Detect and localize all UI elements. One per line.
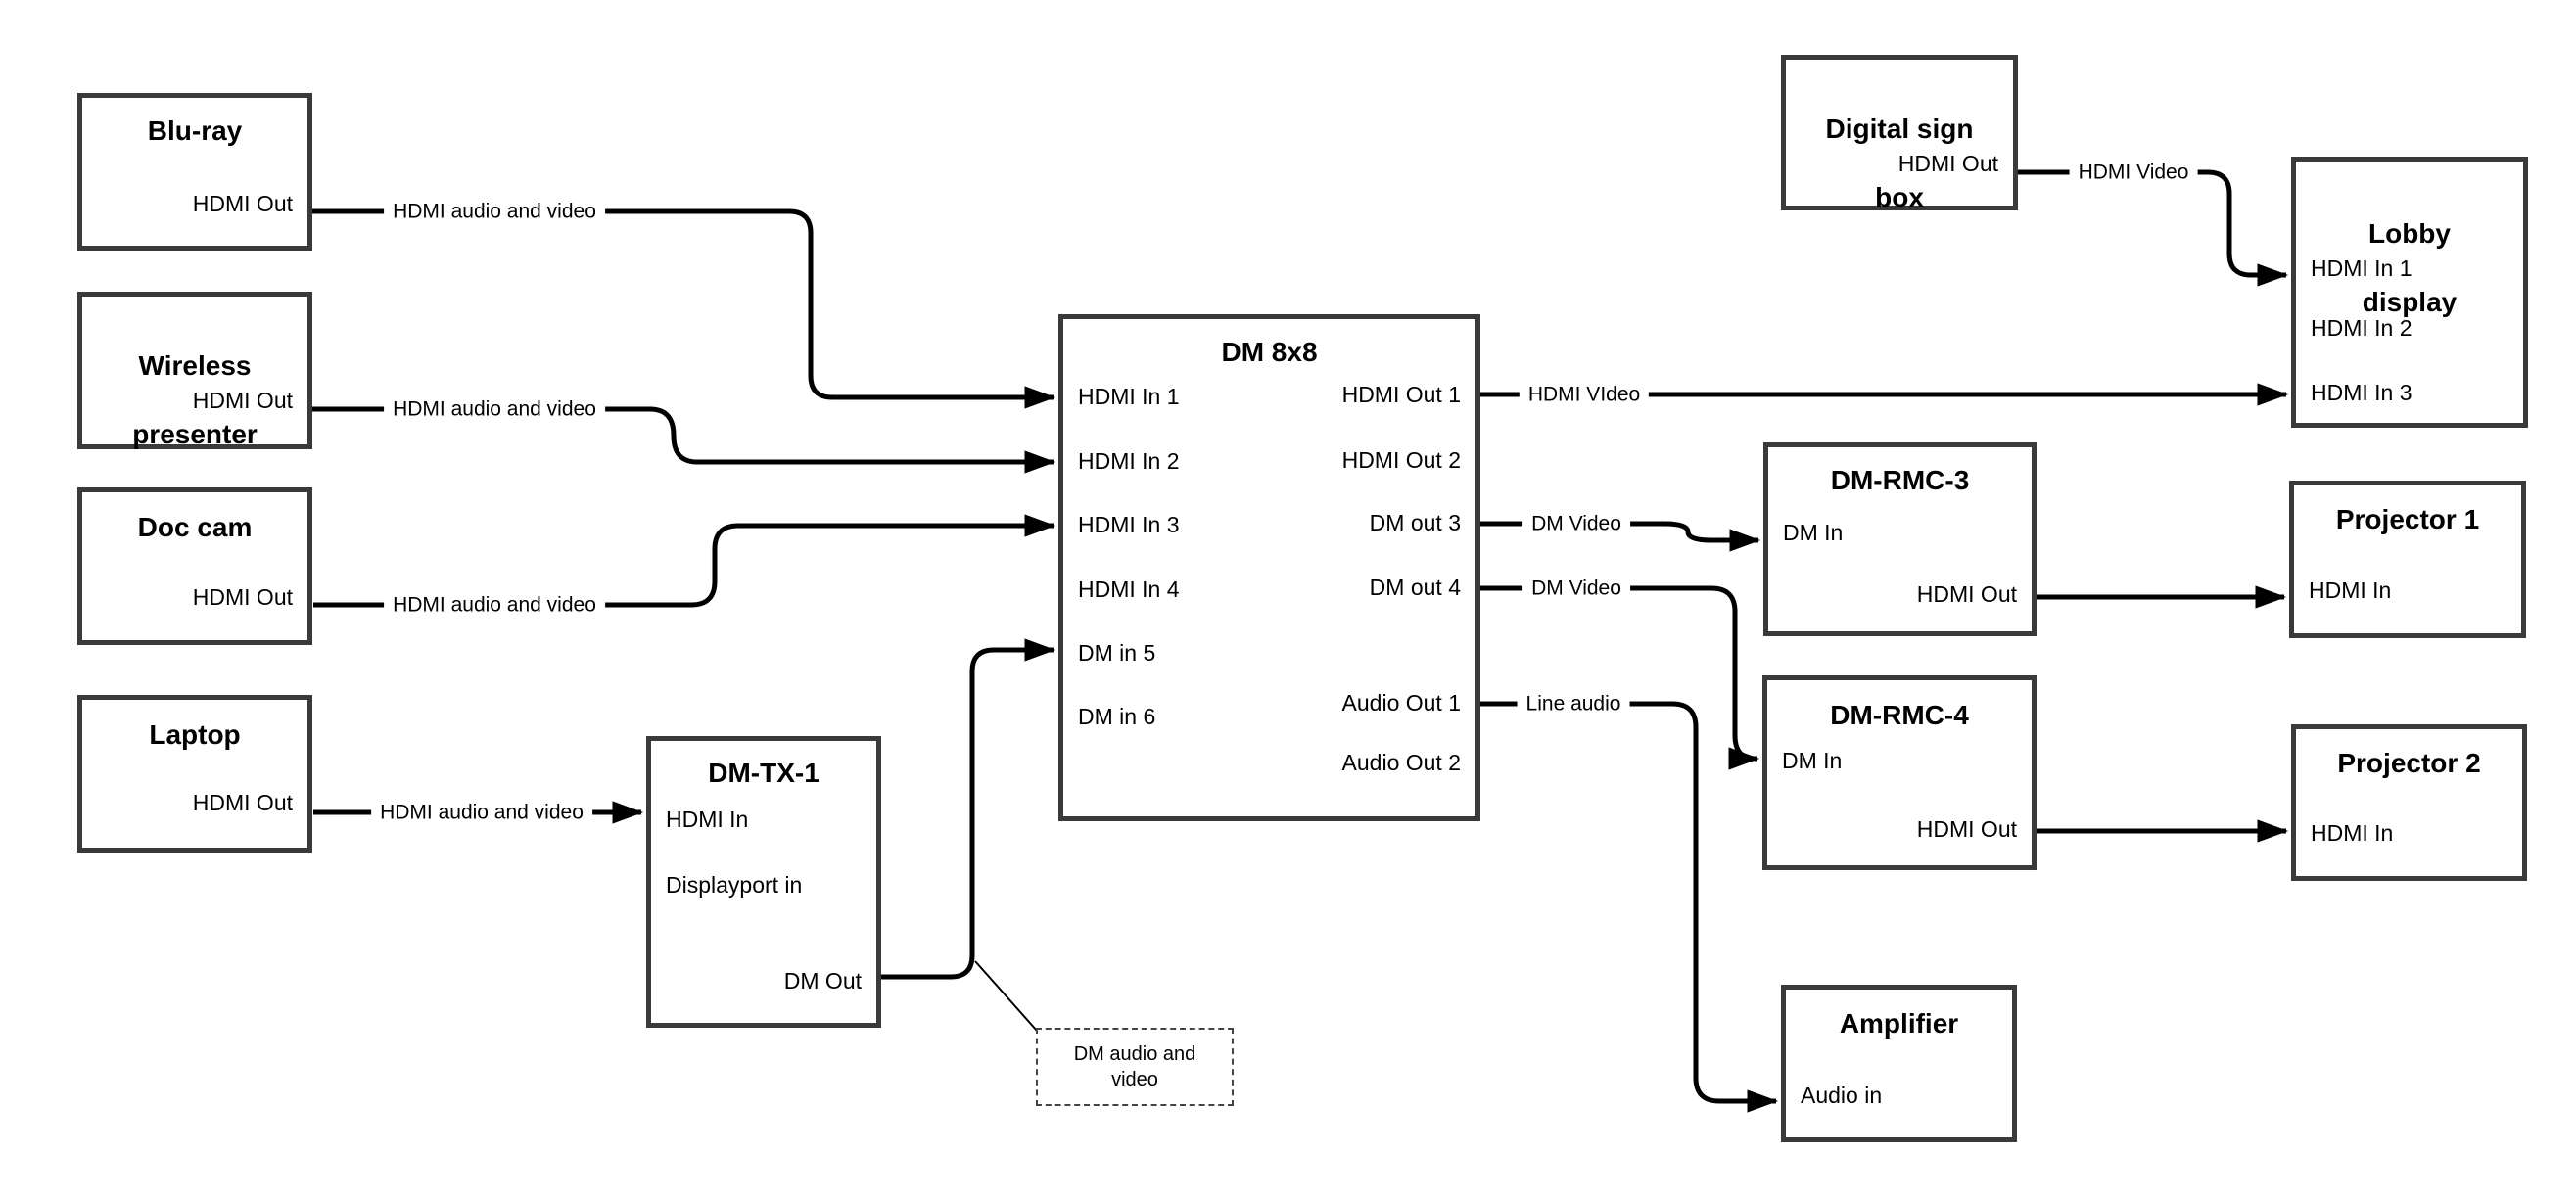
- node-dm-rmc-4-title: DM-RMC-4: [1830, 700, 1969, 730]
- node-laptop-port-hdmi-out: HDMI Out: [192, 790, 293, 815]
- node-projector-1[interactable]: Projector 1 HDMI In: [2289, 481, 2526, 638]
- node-lobby-display-port-hdmi-in-2: HDMI In 2: [2311, 315, 2412, 341]
- node-dm-8x8[interactable]: DM 8x8 HDMI In 1 HDMI In 2 HDMI In 3 HDM…: [1058, 314, 1480, 821]
- node-lobby-display-title: Lobby display: [2362, 218, 2458, 317]
- node-doc-cam[interactable]: Doc cam HDMI Out: [77, 487, 312, 645]
- node-dm-tx-1-port-hdmi-in: HDMI In: [666, 807, 749, 832]
- wire-bluray-to-dm8x8-in1: [312, 208, 1056, 409]
- node-bluray-title: Blu-ray: [147, 115, 243, 146]
- wire-label-dm-video-out3: DM Video: [1522, 511, 1630, 536]
- node-dm-rmc-3[interactable]: DM-RMC-3 DM In HDMI Out: [1763, 442, 2037, 636]
- node-dm-8x8-port-audio-out-1: Audio Out 1: [1341, 690, 1461, 716]
- wire-dm8x8-out4-to-rmc4: [1480, 585, 1760, 770]
- node-digital-sign-box-port-hdmi-out: HDMI Out: [1897, 151, 1998, 176]
- node-dm-tx-1-port-dm-out: DM Out: [783, 968, 862, 993]
- wire-dmtx-to-dm8x8-in5: [881, 638, 1056, 980]
- node-doc-cam-title: Doc cam: [137, 512, 253, 542]
- node-dm-8x8-port-hdmi-out-1: HDMI Out 1: [1341, 382, 1461, 407]
- wire-label-bluray-hdmi-av: HDMI audio and video: [384, 199, 605, 224]
- node-dm-8x8-port-dm-in-5: DM in 5: [1078, 640, 1156, 666]
- node-dm-8x8-port-hdmi-in-1: HDMI In 1: [1078, 384, 1180, 409]
- node-dm-rmc-3-title: DM-RMC-3: [1830, 465, 1970, 495]
- node-amplifier-title: Amplifier: [1839, 1008, 1959, 1039]
- node-projector-2[interactable]: Projector 2 HDMI In: [2291, 724, 2527, 881]
- wire-label-hdmi-video-out1: HDMI VIdeo: [1519, 382, 1650, 407]
- callout-text: DM audio and video: [1073, 1043, 1196, 1090]
- node-dm-8x8-port-hdmi-in-3: HDMI In 3: [1078, 512, 1180, 537]
- node-dm-8x8-port-dm-out-3: DM out 3: [1369, 510, 1461, 535]
- node-laptop-title: Laptop: [149, 719, 241, 750]
- wire-digsign-to-lobby-in1: [2018, 169, 2289, 287]
- node-dm-8x8-port-dm-out-4: DM out 4: [1369, 575, 1461, 600]
- wire-wireless-to-dm8x8-in2: [312, 406, 1056, 474]
- node-projector-1-title: Projector 1: [2335, 504, 2480, 534]
- node-digital-sign-box[interactable]: Digital sign box HDMI Out: [1781, 55, 2018, 212]
- node-wireless-port-hdmi-out: HDMI Out: [192, 388, 293, 413]
- node-amplifier-port-audio-in: Audio in: [1801, 1083, 1883, 1108]
- node-dm-8x8-port-audio-out-2: Audio Out 2: [1341, 750, 1461, 775]
- node-lobby-display-port-hdmi-in-3: HDMI In 3: [2311, 380, 2412, 405]
- node-amplifier[interactable]: Amplifier Audio in: [1781, 985, 2017, 1142]
- node-doc-cam-port-hdmi-out: HDMI Out: [192, 584, 293, 610]
- node-projector-2-title: Projector 2: [2337, 748, 2481, 778]
- wire-label-digsign-hdmi-video: HDMI Video: [2069, 160, 2198, 185]
- node-dm-8x8-port-dm-in-6: DM in 6: [1078, 704, 1156, 729]
- node-wireless-presenter[interactable]: Wireless presenter HDMI Out: [77, 292, 312, 449]
- node-laptop[interactable]: Laptop HDMI Out: [77, 695, 312, 853]
- wire-dm8x8-aout1-to-amp: [1480, 701, 1779, 1113]
- wire-label-doccam-hdmi-av: HDMI audio and video: [384, 592, 605, 618]
- node-lobby-display-port-hdmi-in-1: HDMI In 1: [2311, 255, 2412, 281]
- node-digital-sign-box-title: Digital sign box: [1825, 114, 1974, 212]
- node-dm-rmc-3-port-dm-in: DM In: [1783, 520, 1844, 545]
- node-bluray-port-hdmi-out: HDMI Out: [192, 191, 293, 216]
- node-dm-rmc-4[interactable]: DM-RMC-4 DM In HDMI Out: [1762, 675, 2037, 870]
- callout-leader-line: [974, 960, 1038, 1032]
- node-projector-2-port-hdmi-in: HDMI In: [2311, 820, 2394, 846]
- callout-dm-audio-and-video[interactable]: DM audio and video: [1036, 1028, 1234, 1106]
- node-dm-rmc-4-port-dm-in: DM In: [1782, 748, 1843, 773]
- node-projector-1-port-hdmi-in: HDMI In: [2309, 577, 2392, 603]
- node-dm-8x8-title: DM 8x8: [1221, 337, 1318, 367]
- node-dm-8x8-port-hdmi-out-2: HDMI Out 2: [1341, 447, 1461, 473]
- node-wireless-presenter-title: Wireless presenter: [132, 350, 258, 449]
- node-dm-8x8-port-hdmi-in-4: HDMI In 4: [1078, 577, 1180, 602]
- wire-doccam-to-dm8x8-in3: [313, 514, 1056, 608]
- wire-label-dm-video-out4: DM Video: [1522, 576, 1630, 601]
- node-dm-rmc-3-port-hdmi-out: HDMI Out: [1916, 581, 2017, 607]
- node-bluray[interactable]: Blu-ray HDMI Out: [77, 93, 312, 251]
- node-dm-tx-1-title: DM-TX-1: [708, 758, 820, 788]
- wire-dm8x8-out3-to-rmc3: [1480, 521, 1761, 552]
- wire-label-laptop-hdmi-av: HDMI audio and video: [371, 800, 592, 825]
- node-dm-8x8-port-hdmi-in-2: HDMI In 2: [1078, 448, 1180, 474]
- node-dm-tx-1[interactable]: DM-TX-1 HDMI In Displayport in DM Out: [646, 736, 881, 1028]
- wire-label-wireless-hdmi-av: HDMI audio and video: [384, 396, 605, 422]
- wire-label-line-audio: Line audio: [1517, 691, 1630, 716]
- node-dm-tx-1-port-displayport-in: Displayport in: [666, 872, 803, 898]
- node-lobby-display[interactable]: Lobby display HDMI In 1 HDMI In 2 HDMI I…: [2291, 157, 2528, 428]
- node-dm-rmc-4-port-hdmi-out: HDMI Out: [1916, 816, 2017, 842]
